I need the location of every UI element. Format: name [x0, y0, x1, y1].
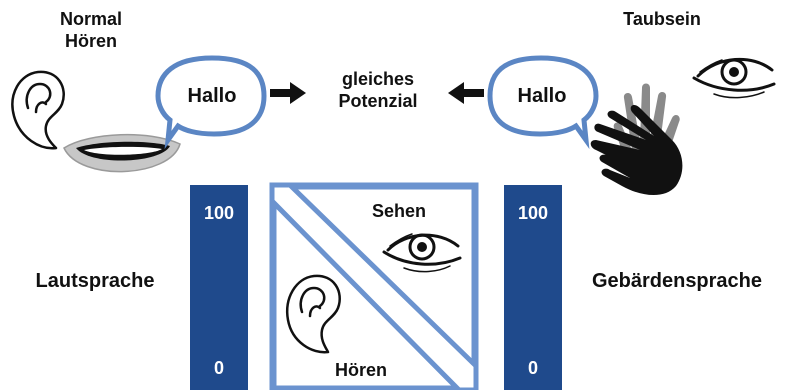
left-scale-bottom-value: 0 — [213, 358, 224, 378]
hearing-label: Hören — [334, 360, 387, 380]
speech-bubble-right-text: Hallo — [517, 85, 567, 107]
arrow-right-icon — [270, 82, 306, 104]
mouth-icon — [63, 133, 181, 173]
speech-bubble-left-text: Hallo — [187, 85, 237, 107]
left-scale-top-value: 100 — [203, 203, 235, 223]
ear-icon-square — [285, 274, 341, 354]
sign-language-label: Gebärdensprache — [591, 270, 763, 292]
normal-hearing-title-line2: Hören — [64, 31, 117, 51]
normal-hearing-title-line1: Normal — [59, 9, 122, 29]
eye-icon — [692, 57, 776, 99]
equal-potential-line2: Potenzial — [338, 91, 418, 111]
normal-hearing-title: Normal Hören — [48, 8, 134, 52]
speech-bubble-left — [155, 55, 267, 150]
speech-bubble-right — [487, 55, 599, 150]
spoken-language-label: Lautsprache — [35, 270, 155, 292]
equal-potential-label: gleiches Potenzial — [318, 68, 438, 112]
deafness-title: Taubsein — [623, 9, 701, 29]
left-scale-bar — [190, 185, 248, 390]
right-scale-bottom-value: 0 — [527, 358, 538, 378]
right-scale-top-value: 100 — [517, 203, 549, 223]
right-scale-bar — [504, 185, 562, 390]
ear-icon — [11, 70, 65, 150]
hands-icon — [590, 83, 683, 196]
eye-icon-square — [382, 233, 462, 273]
arrow-left-icon — [448, 82, 484, 104]
seeing-label: Sehen — [371, 201, 427, 221]
equal-potential-line1: gleiches — [341, 69, 415, 89]
sense-square — [269, 182, 479, 390]
